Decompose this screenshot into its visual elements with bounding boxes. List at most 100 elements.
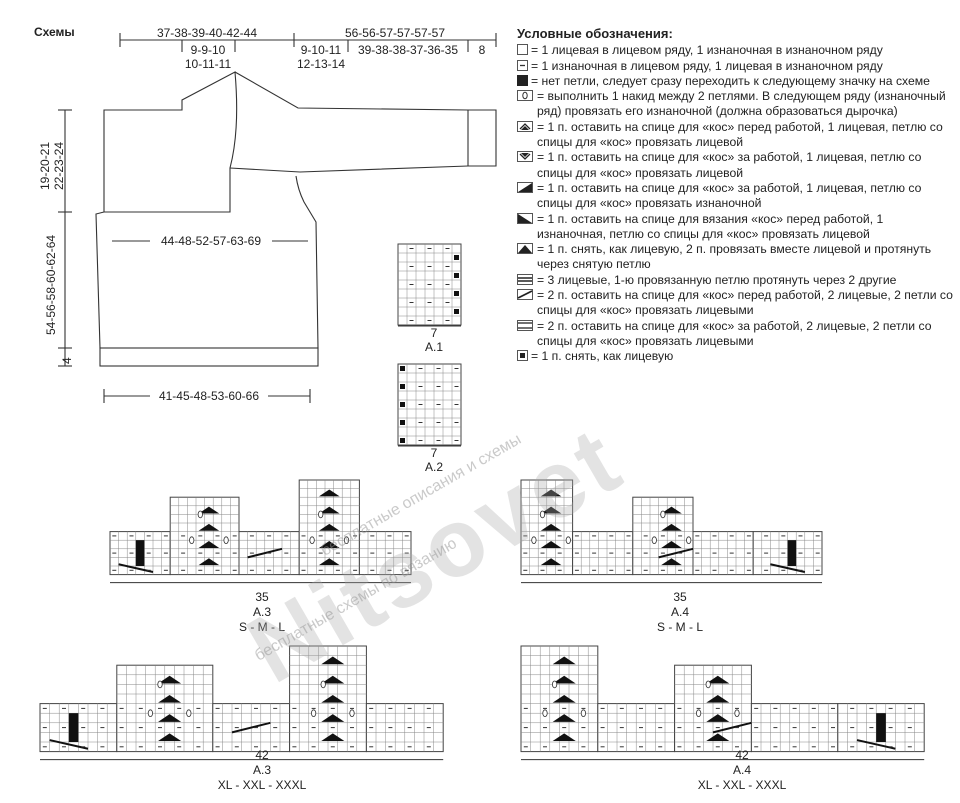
legend-item-text: = 1 п. оставить на спице для вязания «ко…	[537, 211, 884, 241]
a1-count: 7	[430, 326, 438, 340]
chart-mark	[231, 721, 271, 734]
knit-square-icon	[517, 44, 528, 56]
chart-mark	[310, 709, 317, 717]
chart-mark	[651, 536, 657, 544]
chart-mark	[454, 291, 459, 296]
chart-mark	[695, 709, 702, 717]
chart-mark	[686, 536, 692, 544]
cable-front-purl-icon	[517, 212, 533, 224]
chart-mark	[400, 366, 405, 371]
legend-item: = 2 п. оставить на спице для «кос» за ра…	[517, 319, 953, 350]
chart-mark	[454, 309, 459, 314]
chart-mark	[198, 558, 220, 566]
three-knit-icon	[517, 273, 533, 285]
chart-mark	[400, 420, 405, 425]
chart-mark	[400, 402, 405, 407]
chart-mark	[705, 680, 711, 689]
legend-item-text: = 1 п. оставить на спице для «кос» за ра…	[537, 180, 922, 211]
legend-item: = 1 п. снять, как лицевую, 2 п. провязат…	[517, 242, 953, 273]
chart-mark	[658, 547, 694, 559]
chart-mark	[320, 680, 326, 689]
chart-mark	[343, 536, 350, 544]
legend-item: = 1 п. оставить на спице для вязания «ко…	[517, 212, 953, 243]
chart-mark	[706, 675, 730, 684]
cable-2-front-icon	[517, 289, 533, 301]
chart-mark	[223, 536, 229, 544]
sweater-schematic	[58, 33, 497, 403]
chart-mark	[321, 675, 345, 684]
chart-mark	[147, 709, 153, 717]
chart-a4-small-section	[572, 531, 634, 576]
measure-armhole-2: 22-23-24	[52, 141, 66, 190]
measure-shoulder-2: 12-13-14	[296, 57, 346, 71]
chart-mark	[540, 558, 562, 566]
legend-item: = 1 п. оставить на спице для «кос» перед…	[517, 120, 953, 151]
legend-item-text: = 1 п. снять, как лицевую, 2 п. провязат…	[537, 242, 932, 272]
measure-body-length: 54-56-58-60-62-64	[44, 234, 58, 335]
chart-mark	[580, 709, 587, 717]
chart-mark	[661, 506, 682, 514]
a4-large-count: 42	[735, 748, 749, 762]
chart-mark	[321, 694, 345, 703]
legend-item-text: = нет петли, следует сразу переходить к …	[531, 73, 930, 88]
chart-mark	[706, 694, 730, 703]
chart-mark	[552, 733, 576, 742]
measure-sleeve: 39-38-38-37-36-35	[357, 43, 459, 57]
a4-small-count: 35	[673, 590, 687, 604]
chart-mark	[321, 733, 345, 742]
a4-large-label: A.4	[732, 763, 752, 777]
legend-item: = нет петли, следует сразу переходить к …	[517, 74, 953, 89]
yoke-outline	[103, 71, 238, 213]
measure-rib: 4	[60, 357, 74, 364]
chart-mark	[565, 536, 571, 544]
legend-item: = выполнить 1 накид между 2 петлями. В с…	[517, 89, 953, 120]
chart-mark	[787, 540, 797, 566]
a2-label: A.2	[424, 460, 444, 474]
chart-mark	[542, 709, 548, 717]
chart-a1-grid	[397, 243, 462, 326]
chart-mark	[540, 506, 562, 514]
legend-item-text: = 2 п. оставить на спице для «кос» перед…	[537, 288, 953, 318]
a1-label: A.1	[424, 340, 444, 354]
chart-mark	[157, 680, 163, 689]
legend-item-text: = 1 п. оставить на спице для «кос» за ра…	[537, 150, 922, 180]
chart-mark	[198, 523, 220, 531]
chart-mark	[186, 709, 192, 717]
chart-a4-small-section	[692, 531, 754, 576]
measure-top-right: 56-56-57-57-57-57	[344, 26, 446, 40]
chart-mark	[135, 540, 145, 566]
chart-mark	[454, 273, 459, 278]
chart-mark	[318, 541, 340, 548]
measure-chest: 44-48-52-57-63-69	[160, 234, 262, 248]
legend-item-text: = 1 п. снять, как лицевую	[531, 349, 674, 364]
legend-item-text: = 1 изнаночная в лицевом ряду, 1 лицевая…	[531, 58, 883, 73]
a3-large-label: A.3	[252, 763, 272, 777]
legend: Условные обозначения: = 1 лицевая в лице…	[517, 26, 953, 365]
body-outline	[95, 175, 319, 349]
chart-mark	[318, 506, 340, 514]
chart-mark	[247, 547, 283, 559]
chart-mark	[660, 510, 666, 519]
chart-mark	[712, 721, 752, 734]
chart-mark	[661, 541, 682, 548]
chart-mark	[349, 709, 355, 717]
a3-small-count: 35	[255, 590, 269, 604]
rib-band	[99, 347, 319, 367]
cable-front-icon	[517, 120, 533, 132]
chart-mark	[706, 714, 730, 722]
cable-back-purl-icon	[517, 181, 533, 193]
legend-item-text: = 1 п. оставить на спице для «кос» перед…	[537, 119, 943, 150]
chart-mark	[552, 675, 576, 684]
legend-item-text: = 3 лицевые, 1-ю провязанную петлю протя…	[537, 272, 897, 287]
double-decrease-icon	[517, 243, 533, 255]
measure-neck-1: 9-9-10	[190, 43, 226, 57]
chart-mark	[551, 680, 558, 689]
chart-mark	[318, 523, 340, 531]
legend-item: = 1 п. оставить на спице для «кос» за ра…	[517, 181, 953, 212]
chart-mark	[531, 536, 537, 544]
chart-mark	[661, 558, 682, 566]
legend-item-text: = 1 лицевая в лицевом ряду, 1 изнаночная…	[531, 43, 883, 58]
legend-item-text: = выполнить 1 накид между 2 петлями. В с…	[537, 89, 946, 119]
chart-mark	[158, 714, 182, 722]
